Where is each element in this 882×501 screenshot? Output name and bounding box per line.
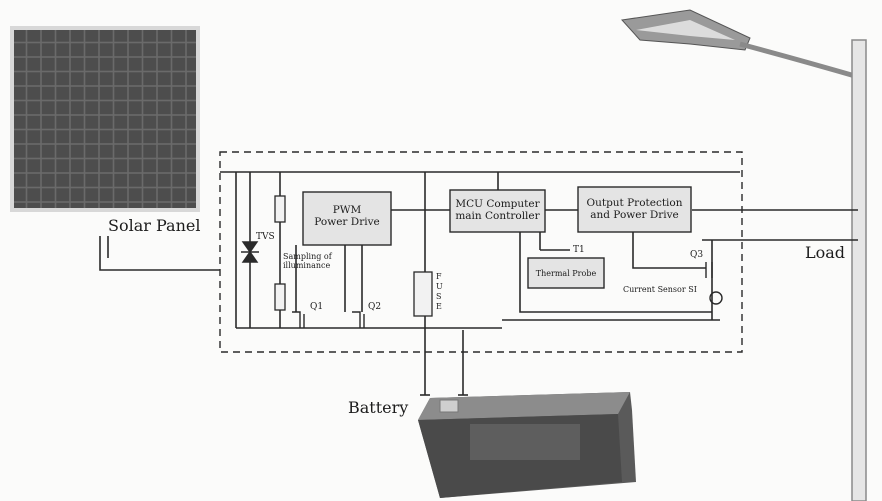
thermal-probe-text: Thermal Probe — [535, 269, 597, 278]
load-label: Load — [805, 243, 846, 262]
resistors — [274, 195, 286, 311]
pwm-block-text: PWM Power Drive — [314, 204, 380, 228]
fuse-label: FUSE — [436, 272, 443, 311]
q3-label: Q3 — [690, 250, 704, 260]
t1-label: T1 — [573, 245, 585, 255]
solar-panel-image — [10, 26, 200, 212]
battery-image — [418, 392, 636, 498]
sampling-label: Sampling of illuminance — [283, 252, 332, 270]
tvs-label: TVS — [256, 232, 275, 242]
mcu-controller-block — [449, 189, 546, 233]
blocks — [302, 186, 692, 289]
q2-label: Q2 — [368, 302, 382, 312]
current-sensor-label: Current Sensor SI — [623, 285, 697, 294]
tvs-diode — [241, 241, 259, 263]
controller-boundary — [219, 151, 743, 353]
output-protection-block — [577, 186, 692, 233]
mcu-block-text: MCU Computer main Controller — [455, 198, 540, 222]
battery-label: Battery — [348, 398, 409, 417]
solar-panel-label: Solar Panel — [108, 216, 201, 235]
pwm-power-drive-block — [302, 191, 392, 246]
fuse-symbol — [413, 271, 433, 317]
thermal-probe-block — [527, 257, 605, 289]
street-lamp-image — [621, 9, 867, 501]
output-block-text: Output Protection and Power Drive — [586, 197, 683, 221]
transistors — [292, 262, 723, 328]
q1-label: Q1 — [310, 302, 324, 312]
